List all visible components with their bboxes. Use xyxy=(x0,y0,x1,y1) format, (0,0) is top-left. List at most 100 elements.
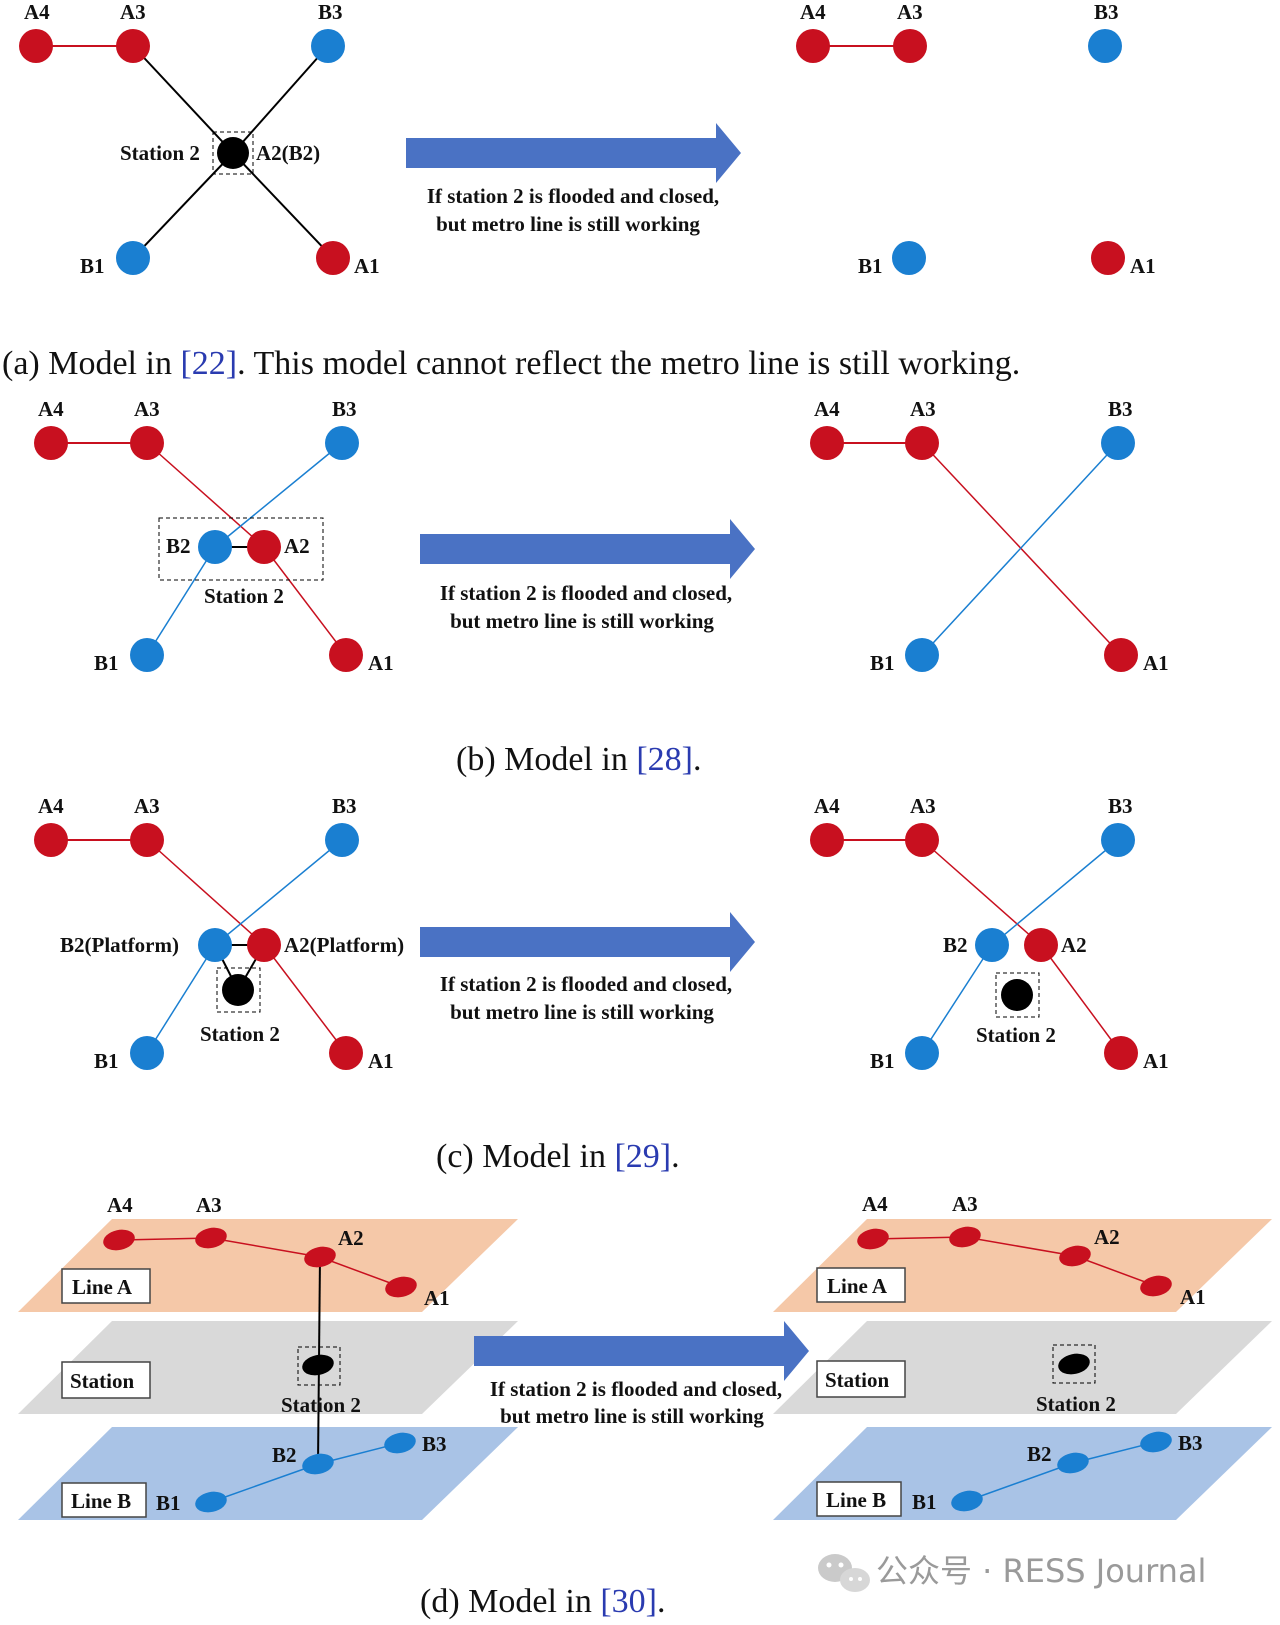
label-b1: B1 xyxy=(912,1490,937,1514)
node-a4 xyxy=(103,1229,135,1251)
node-a4 xyxy=(34,426,68,460)
node-b1 xyxy=(195,1491,227,1513)
node-a3 xyxy=(130,426,164,460)
transition-arrow xyxy=(420,912,755,972)
watermark-text: 公众号 · RESS Journal xyxy=(876,1552,1206,1590)
node-a1 xyxy=(1091,241,1125,275)
label-a1: A1 xyxy=(1180,1285,1206,1309)
node-b1 xyxy=(130,638,164,672)
label-a1: A1 xyxy=(368,651,394,675)
edge-a1-station xyxy=(232,152,334,259)
station-box xyxy=(212,131,254,175)
arrow-text-line2: but metro line is still working xyxy=(450,1000,714,1024)
plane-label-box xyxy=(61,1482,147,1518)
node-a1 xyxy=(1104,638,1138,672)
arrow-text-line1: If station 2 is flooded and closed, xyxy=(490,1377,782,1401)
node-a3 xyxy=(893,29,927,63)
node-b2 xyxy=(198,530,232,564)
panel-a: A4 A3 B3 Station 2 A2(B2) B1 A1 If stati… xyxy=(2,0,1156,382)
node-a2-platform xyxy=(247,928,281,962)
plane-label-line-a: Line A xyxy=(827,1274,888,1298)
node-a2 xyxy=(1024,928,1058,962)
label-b1: B1 xyxy=(156,1491,181,1515)
edge-a3-a2 xyxy=(146,442,265,548)
watermark: 公众号 · RESS Journal xyxy=(818,1552,1206,1592)
node-b3 xyxy=(1101,426,1135,460)
node-b3 xyxy=(1088,29,1122,63)
station-box xyxy=(216,967,261,1013)
label-b1: B1 xyxy=(80,254,105,278)
node-b1 xyxy=(130,1036,164,1070)
arrow-text-line2: but metro line is still working xyxy=(500,1404,764,1428)
station-box xyxy=(158,517,324,581)
label-station: Station 2 xyxy=(200,1022,280,1046)
label-b3: B3 xyxy=(318,0,343,24)
label-a3: A3 xyxy=(134,794,160,818)
node-b3 xyxy=(311,29,345,63)
label-b2-platform: B2(Platform) xyxy=(60,933,179,957)
label-a1: A1 xyxy=(368,1049,394,1073)
arrow-text-line2: but metro line is still working xyxy=(436,212,700,236)
transition-arrow xyxy=(420,519,755,579)
plane-label-box xyxy=(61,1361,151,1399)
label-b3: B3 xyxy=(1178,1431,1203,1455)
label-a4: A4 xyxy=(107,1193,133,1217)
transition-arrow xyxy=(474,1321,809,1381)
edge-a2-a1 xyxy=(263,944,347,1054)
plane-label-box xyxy=(61,1268,151,1304)
label-a1: A1 xyxy=(1130,254,1156,278)
edge-b1-station xyxy=(132,152,234,259)
label-a3: A3 xyxy=(196,1193,222,1217)
label-b2: B2 xyxy=(1027,1442,1052,1466)
node-station xyxy=(302,1354,334,1376)
plane-label-box xyxy=(816,1360,906,1398)
node-a3 xyxy=(905,426,939,460)
node-b2 xyxy=(302,1453,334,1475)
label-a3: A3 xyxy=(910,794,936,818)
node-a1 xyxy=(329,638,363,672)
plane-label-line-a: Line A xyxy=(72,1275,133,1299)
label-a1: A1 xyxy=(1143,1049,1169,1073)
label-a4: A4 xyxy=(38,794,64,818)
label-b1: B1 xyxy=(94,1049,119,1073)
node-a3 xyxy=(130,823,164,857)
edge-a3-a2 xyxy=(146,839,265,946)
caption-a: (a) Model in [22]. This model cannot ref… xyxy=(2,345,1020,382)
node-b1 xyxy=(905,638,939,672)
edge-b3-b2 xyxy=(991,839,1119,946)
label-a4: A4 xyxy=(38,397,64,421)
node-a3 xyxy=(195,1227,227,1249)
plane-label-line-b: Line B xyxy=(826,1488,886,1512)
edge-b2-b1 xyxy=(921,944,993,1054)
node-station xyxy=(217,137,249,169)
plane-label-box xyxy=(816,1267,906,1303)
edge-b2-b1 xyxy=(146,944,216,1054)
node-a2 xyxy=(304,1246,336,1268)
wechat-icon xyxy=(818,1554,870,1592)
node-a4 xyxy=(19,29,53,63)
label-b3: B3 xyxy=(1108,794,1133,818)
node-b3 xyxy=(1140,1431,1172,1453)
node-a1 xyxy=(329,1036,363,1070)
label-station: Station 2 xyxy=(120,141,200,165)
label-a4: A4 xyxy=(814,397,840,421)
node-b2 xyxy=(1057,1452,1089,1474)
edge-a2-a1 xyxy=(1040,944,1122,1054)
node-station xyxy=(222,974,254,1006)
node-a4 xyxy=(857,1228,889,1250)
node-a4 xyxy=(796,29,830,63)
node-b3 xyxy=(325,426,359,460)
caption-d: (d) Model in [30]. xyxy=(420,1583,666,1620)
label-a1: A1 xyxy=(354,254,380,278)
plane-label-line-b: Line B xyxy=(71,1489,131,1513)
label-a4: A4 xyxy=(24,0,50,24)
node-b2-platform xyxy=(198,928,232,962)
caption-c: (c) Model in [29]. xyxy=(436,1138,680,1175)
node-a1 xyxy=(1104,1036,1138,1070)
node-b1 xyxy=(905,1036,939,1070)
label-a3: A3 xyxy=(952,1192,978,1216)
edge-b3-b1 xyxy=(921,442,1119,656)
label-a4: A4 xyxy=(800,0,826,24)
label-a1: A1 xyxy=(424,1286,450,1310)
node-a2 xyxy=(1059,1245,1091,1267)
